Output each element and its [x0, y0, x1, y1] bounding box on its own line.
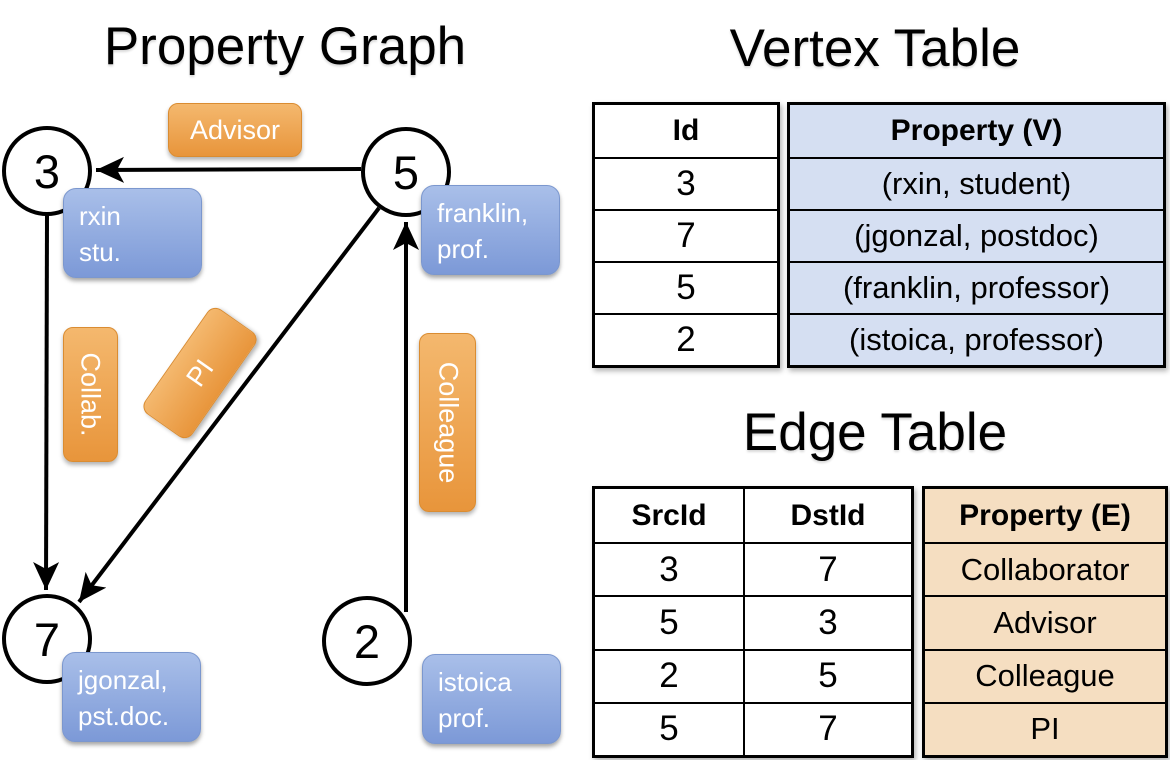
edge-label-colleague: Colleague — [419, 333, 476, 512]
vertex-table-id-cell: 5 — [595, 261, 777, 313]
vertex-table-id-column: Id 3 7 5 2 — [592, 102, 780, 368]
edge-table-property-header: Property (E) — [925, 489, 1165, 543]
edge-table-dstid-cell: 7 — [743, 701, 911, 755]
vertex-table-property-cell: (jgonzal, postdoc) — [790, 209, 1163, 261]
edge-table-property-column: Property (E) Collaborator Advisor Collea… — [922, 486, 1168, 758]
edge-table-property-cell: PI — [925, 701, 1165, 755]
edge-table-dstid-cell: 7 — [743, 542, 911, 596]
edge-arrow-3-to-7 — [33, 213, 60, 591]
vertex-property-line: prof. — [437, 234, 490, 264]
edge-table-title: Edge Table — [742, 403, 1008, 462]
vertex-property-line: franklin, — [437, 198, 529, 228]
vertex-table-property-cell: (rxin, student) — [790, 157, 1163, 209]
node-id-label: 5 — [392, 145, 420, 199]
vertex-property-line: stu. — [79, 237, 121, 267]
vertex-property-line: istoica — [438, 667, 512, 697]
edge-table-dstid-cell: 5 — [743, 648, 911, 702]
edge-label-text: Collab. — [76, 352, 107, 437]
edge-table-property-cell: Advisor — [925, 595, 1165, 649]
edge-label-text: Colleague — [433, 361, 463, 484]
node-id-label: 3 — [33, 144, 61, 198]
vertex-table-title: Vertex Table — [729, 19, 1021, 78]
edge-table-dstid-header: DstId — [743, 489, 911, 543]
vertex-property-box-3: rxin stu. — [63, 188, 202, 278]
edge-table-property-cell: Colleague — [925, 648, 1165, 702]
vertex-property-line: pst.doc. — [78, 701, 170, 731]
edge-arrow-5-to-3 — [95, 156, 362, 183]
vertex-table-id-header: Id — [672, 114, 700, 147]
vertex-table-property-cell: (istoica, professor) — [790, 313, 1163, 365]
vertex-property-line: prof. — [438, 703, 491, 733]
edge-table-dstid-cell: 3 — [743, 595, 911, 649]
vertex-property-line: jgonzal, — [78, 665, 168, 695]
vertex-property-box-2: istoica prof. — [422, 654, 561, 744]
graph-node-2: 2 — [322, 596, 412, 686]
node-id-label: 7 — [33, 612, 61, 666]
edge-table-id-columns: SrcId DstId 3 7 5 3 2 5 5 7 — [592, 486, 914, 758]
graph-node-3: 3 — [2, 126, 92, 216]
edge-table-srcid-header: SrcId — [631, 498, 707, 532]
property-graph-title: Property Graph — [103, 17, 467, 76]
edge-table-srcid-cell: 3 — [595, 542, 743, 595]
vertex-property-box-5: franklin, prof. — [421, 185, 560, 275]
vertex-table-id-cell: 3 — [595, 157, 777, 209]
edge-label-text: PI — [179, 353, 220, 392]
edge-label-collab: Collab. — [63, 327, 118, 462]
edge-table-property-cell: Collaborator — [925, 542, 1165, 596]
edge-arrow-5-to-7 — [77, 206, 381, 604]
vertex-property-box-7: jgonzal, pst.doc. — [62, 652, 201, 742]
edge-label-text: Advisor — [189, 114, 281, 145]
vertex-table-property-cell: (franklin, professor) — [790, 261, 1163, 313]
edge-label-advisor: Advisor — [168, 103, 302, 157]
vertex-table-id-cell: 7 — [595, 209, 777, 261]
edge-table-srcid-cell: 2 — [595, 648, 743, 702]
vertex-table-property-header: Property (V) — [790, 105, 1163, 157]
edge-table-srcid-cell: 5 — [595, 595, 743, 648]
vertex-property-line: rxin — [79, 201, 121, 231]
node-id-label: 2 — [353, 614, 381, 668]
vertex-table-property-column: Property (V) (rxin, student) (jgonzal, p… — [787, 102, 1166, 368]
edge-table-srcid-cell: 5 — [595, 701, 743, 755]
vertex-table-id-cell: 2 — [595, 313, 777, 365]
